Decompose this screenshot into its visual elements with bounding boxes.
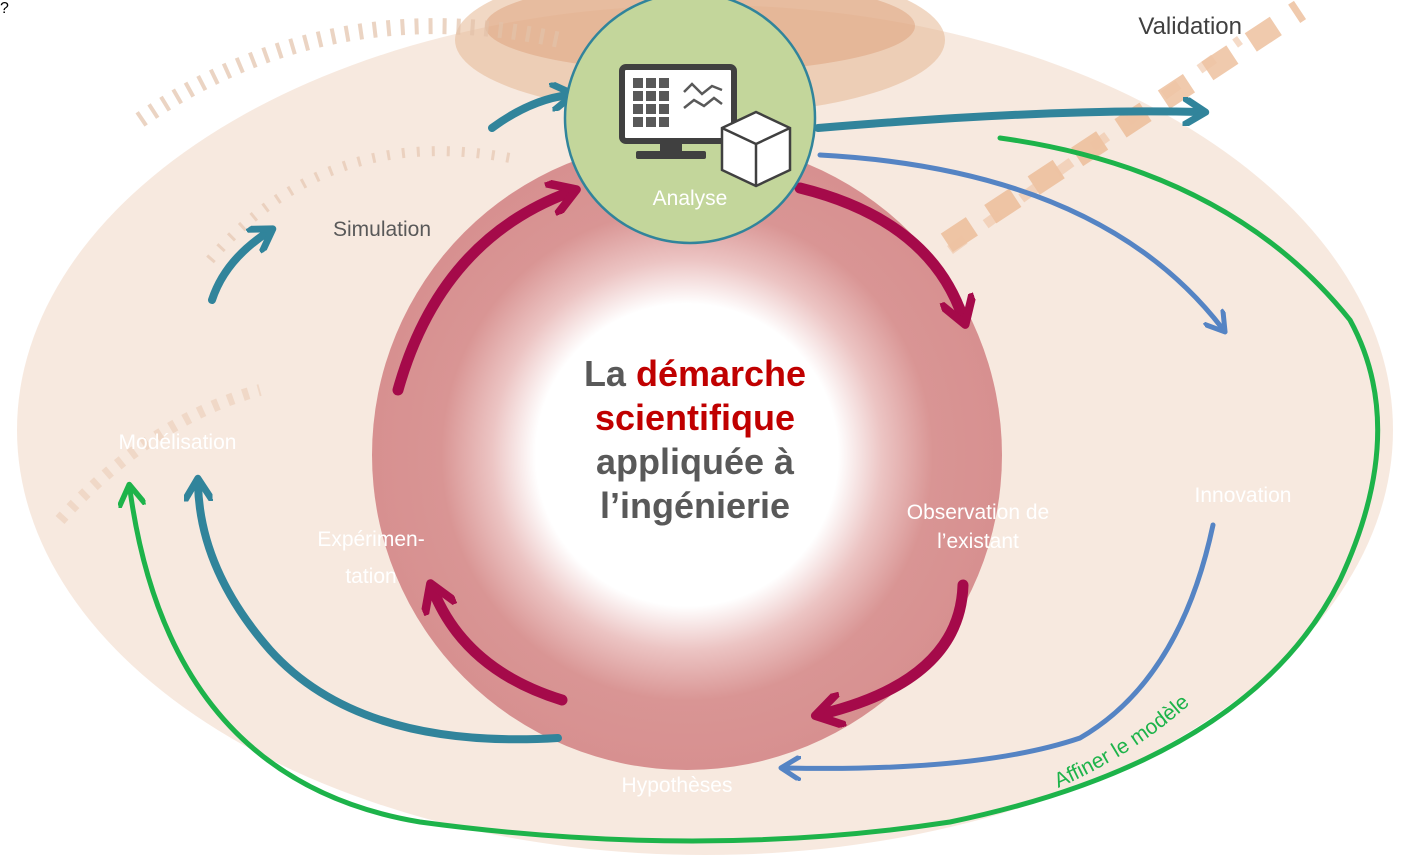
node-innovation-label: Innovation: [1194, 484, 1292, 507]
node-hypotheses-label: Hypothèses: [621, 774, 733, 797]
arrow-modelisation-to-simulation: [208, 232, 268, 304]
arrow-analyse-to-observation: [794, 182, 963, 318]
arrow-observation-to-hypotheses: [822, 579, 969, 714]
center-ring: [372, 140, 1002, 770]
node-experimentation-label: Expérimen- tation: [317, 528, 425, 588]
inner-cycle-arrows: [392, 182, 969, 714]
node-simulation-label: Simulation: [332, 218, 432, 241]
arrow-analyse-to-innovation: [817, 152, 1222, 328]
node-analyse-label: Analyse: [652, 187, 728, 210]
center-title: La démarche scientifique appliquée à l’i…: [515, 352, 875, 528]
arrow-analyse-to-validation: [814, 111, 1200, 132]
arrow-hypotheses-to-experimentation: [433, 590, 568, 706]
node-modelisation-label: Modélisation: [118, 431, 237, 454]
outer-teal-arrows: [198, 95, 1200, 744]
node-analyse[interactable]: [563, 0, 817, 245]
blue-arrows: [786, 152, 1222, 768]
arrow-simulation-to-analyse: [488, 95, 568, 132]
title-line-4: l’ingénierie: [599, 484, 791, 526]
title-prefix: La: [583, 353, 626, 394]
node-hypotheses[interactable]: ?: [0, 0, 9, 17]
arrow-hypotheses-to-modelisation: [198, 484, 562, 744]
title-line-3: appliquée à: [595, 440, 795, 482]
arrow-refine-model-loop: [130, 135, 1381, 844]
arrow-experimentation-to-analyse: [392, 192, 570, 396]
title-highlight-1: démarche: [635, 353, 807, 394]
node-observation-label: Observation de l’existant: [906, 501, 1050, 554]
arrow-innovation-to-hypotheses: [786, 522, 1216, 768]
head-gears-icon: ?: [0, 0, 9, 17]
validation-label: Validation: [1138, 13, 1242, 40]
monitor-chart-cube-icon: [619, 64, 792, 188]
title-highlight-2: scientifique: [594, 396, 796, 438]
